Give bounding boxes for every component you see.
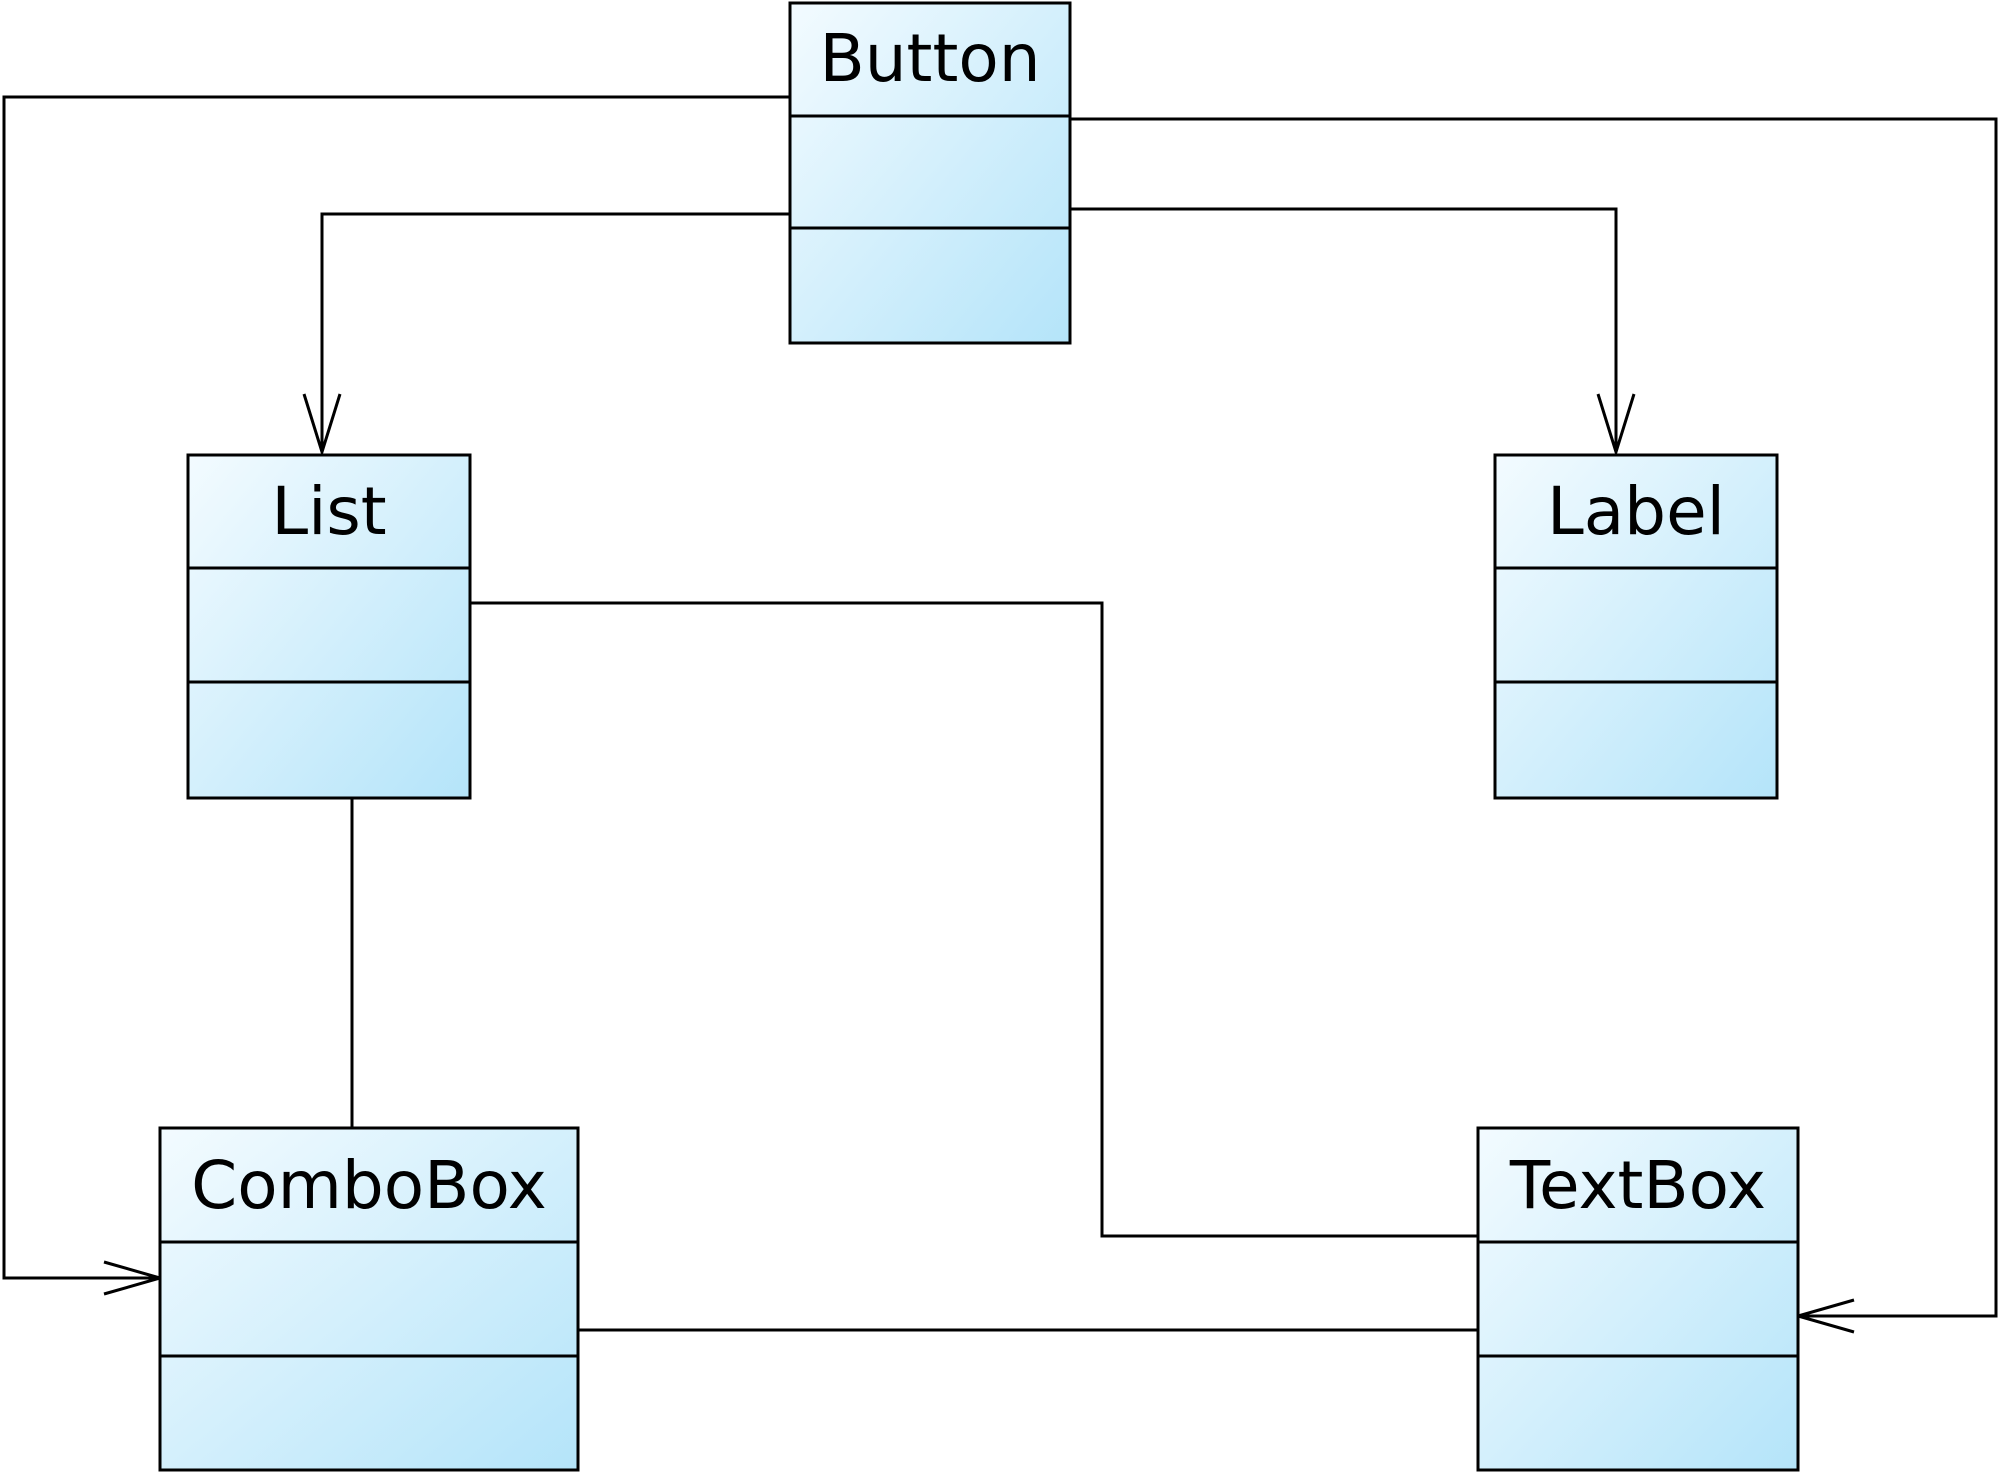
relation-button-list xyxy=(320,212,790,452)
class-list[interactable]: List xyxy=(186,453,472,800)
arrowhead-list-icon xyxy=(302,393,342,458)
class-textbox[interactable]: TextBox xyxy=(1476,1126,1800,1472)
class-combobox-name: ComboBox xyxy=(191,1147,547,1224)
class-combobox[interactable]: ComboBox xyxy=(158,1126,580,1472)
class-button[interactable]: Button xyxy=(788,1,1072,345)
arrowhead-label-icon xyxy=(1596,393,1636,458)
relation-list-textbox xyxy=(470,601,1478,1238)
class-label[interactable]: Label xyxy=(1493,453,1779,800)
class-label-name: Label xyxy=(1547,473,1725,550)
relation-button-textbox xyxy=(1070,117,1998,1318)
class-textbox-name: TextBox xyxy=(1509,1147,1766,1224)
class-list-name: List xyxy=(271,473,386,550)
relation-button-label xyxy=(1070,207,1618,452)
class-button-name: Button xyxy=(819,20,1040,97)
relation-button-combobox xyxy=(2,95,790,1280)
